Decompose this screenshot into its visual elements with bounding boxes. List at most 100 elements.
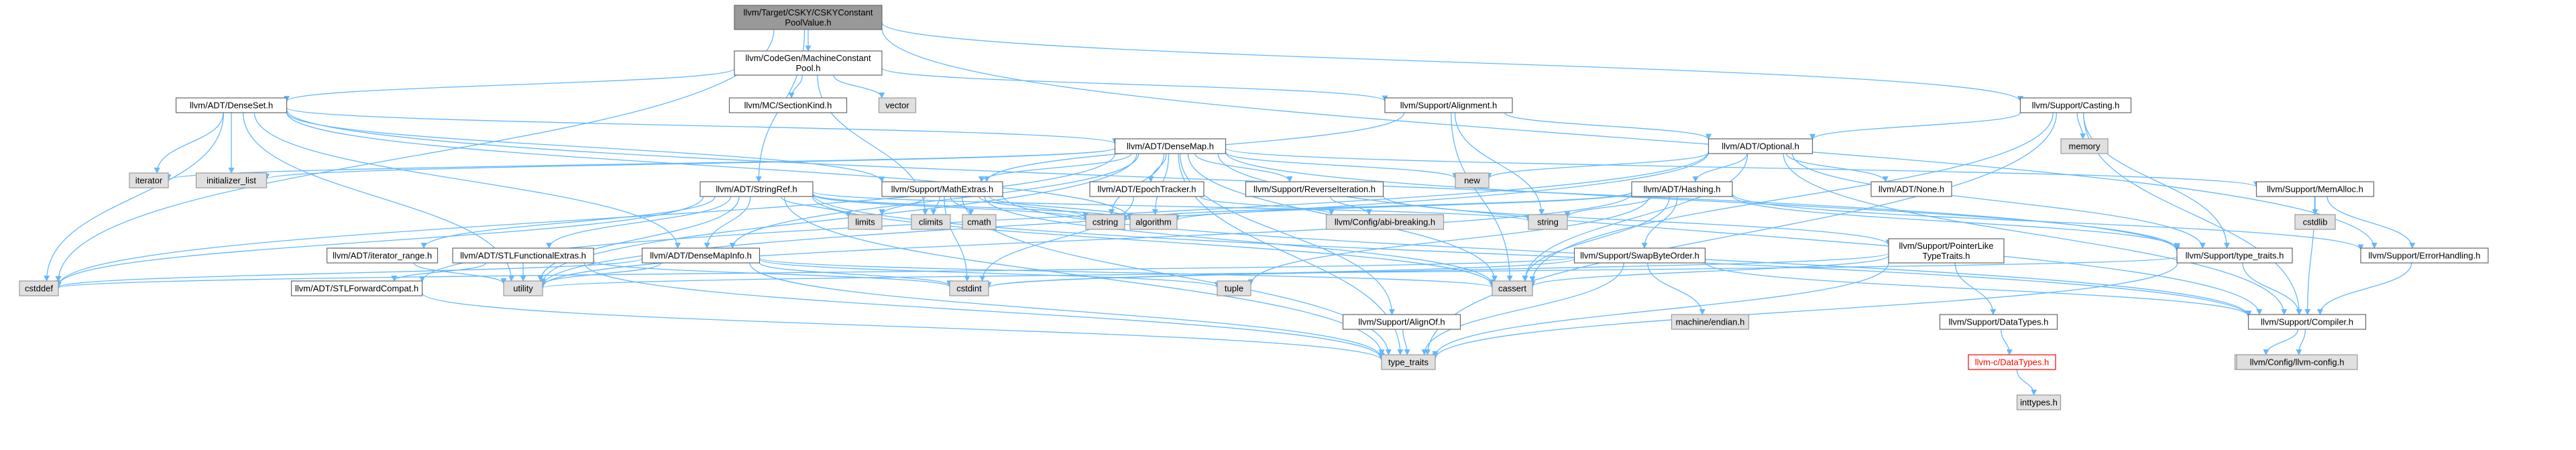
node-llvm-support-alignment-h[interactable]: llvm/Support/Alignment.h [1384, 97, 1513, 113]
node-box [2294, 214, 2336, 230]
edge-stringref-to-utility [537, 196, 740, 282]
node-label: cstddef [25, 284, 53, 294]
node-box [2019, 97, 2132, 113]
edge-swapbyte-to-compiler [1704, 262, 2251, 317]
node-llvm-c-datatypes-h[interactable]: llvm-c/DataTypes.h [1968, 354, 2056, 370]
node-box [728, 97, 848, 113]
node-label: PoolValue.h [785, 17, 831, 27]
node-llvm-support-datatypes-h[interactable]: llvm/Support/DataTypes.h [1939, 314, 2058, 330]
node-llvm-adt-hashing-h[interactable]: llvm/ADT/Hashing.h [1631, 181, 1733, 197]
edge-swapbyte-to-typetraitsstd [1421, 262, 1624, 355]
node-llvm-config-abi-breaking-h: llvm/Config/abi-breaking.h [1325, 214, 1445, 230]
node-box [2247, 314, 2367, 330]
node-label: climits [919, 217, 944, 227]
node-label: llvm/Support/MathExtras.h [891, 184, 993, 194]
node-label: llvm/ADT/None.h [1879, 184, 1944, 194]
node-box [175, 97, 288, 113]
node-box [1325, 214, 1445, 230]
node-llvm-adt-none-h[interactable]: llvm/ADT/None.h [1870, 181, 1952, 197]
node-llvm-adt-optional-h[interactable]: llvm/ADT/Optional.h [1707, 138, 1813, 154]
edge-compiler-to-llvmconfig [2296, 329, 2306, 355]
edge-ptrlike-to-typetraitsstd [1432, 262, 1889, 357]
node-box [641, 247, 761, 264]
node-box [2016, 394, 2062, 410]
edge-hashing-to-utility [539, 193, 1632, 288]
node-label: llvm/ADT/STLFunctionalExtras.h [460, 251, 586, 261]
node-algorithm: algorithm [1129, 214, 1178, 230]
edge-root-to-casting [881, 22, 2023, 103]
edge-densemap-to-new [1225, 152, 1459, 180]
node-llvm-support-alignof-h[interactable]: llvm/Support/AlignOf.h [1342, 314, 1461, 330]
node-box [1573, 247, 1706, 264]
node-llvm-adt-stlfunctionalextras-h[interactable]: llvm/ADT/STLFunctionalExtras.h [452, 247, 594, 264]
node-cstdlib: cstdlib [2294, 214, 2336, 230]
node-llvm-adt-stringref-h[interactable]: llvm/ADT/StringRef.h [699, 181, 814, 197]
edge-cgmcp-to-alignment [881, 67, 1388, 102]
edge-stringref-to-densemapinfo [704, 196, 751, 249]
node-label: llvm/ADT/Optional.h [1722, 142, 1799, 152]
edge-hashing-to-errhandling [1732, 193, 2364, 251]
node-box [1114, 138, 1227, 154]
node-box [326, 247, 439, 264]
edge-memalloc-to-compiler [2304, 196, 2315, 315]
node-llvm-support-errorhandling-h[interactable]: llvm/Support/ErrorHandling.h [2360, 247, 2489, 264]
node-label: llvm/Support/Compiler.h [2261, 317, 2353, 327]
node-label: utility [513, 284, 533, 294]
node-box [452, 247, 594, 264]
node-iterator: iterator [129, 172, 169, 188]
edge-stringref-to-cstddef [55, 196, 704, 286]
node-llvm-mc-sectionkind-h[interactable]: llvm/MC/SectionKind.h [728, 97, 848, 113]
node-limits: limits [848, 214, 883, 230]
node-llvm-support-memalloc-h[interactable]: llvm/Support/MemAlloc.h [2255, 181, 2375, 197]
node-label: cassert [1498, 284, 1526, 294]
node-label: llvm-c/DataTypes.h [1975, 357, 2050, 368]
node-llvm-support-compiler-h[interactable]: llvm/Support/Compiler.h [2247, 314, 2367, 330]
node-box [1217, 280, 1251, 296]
edge-densemapinfo-to-cassert [759, 257, 1496, 288]
node-label: new [1464, 176, 1480, 186]
node-llvm-adt-densemap-h[interactable]: llvm/ADT/DenseMap.h [1114, 138, 1227, 154]
node-llvm-adt-denseset-h[interactable]: llvm/ADT/DenseSet.h [175, 97, 288, 113]
edge-densemap-to-memalloc [1225, 148, 2259, 188]
edge-stringref-to-string [812, 190, 1532, 222]
node-llvm-support-mathextras-h[interactable]: llvm/Support/MathExtras.h [881, 181, 1003, 197]
edge-hashing-to-cassert [1522, 196, 1670, 282]
edge-layer [44, 22, 2416, 396]
node-label: cmath [967, 217, 991, 227]
edge-typetraits-to-compiler [2242, 262, 2302, 315]
edge-denseset-to-densemapinfo [254, 112, 681, 249]
edge-mathextras-to-cmath [950, 196, 974, 215]
node-llvm-support-swapbyteorder-h[interactable]: llvm/Support/SwapByteOrder.h [1573, 247, 1706, 264]
node-label: llvm/ADT/Hashing.h [1644, 184, 1721, 194]
edge-mathextras-to-cstdint [944, 196, 970, 282]
node-box [1085, 214, 1125, 230]
edge-ptrlike-to-datatypes [1954, 262, 1997, 315]
node-label: vector [885, 101, 909, 111]
edge-stringref-to-limits [780, 196, 852, 218]
edge-typetraits-to-utility [540, 256, 2178, 289]
node-label: initializer_list [207, 176, 256, 186]
node-cstring: cstring [1085, 214, 1125, 230]
node-llvm-adt-iterator-range-h[interactable]: llvm/ADT/iterator_range.h [326, 247, 439, 264]
edge-epoch-to-abibreaking [1200, 196, 1335, 215]
node-box [1384, 97, 1513, 113]
edge-hashing-to-typetraits [1732, 194, 2180, 249]
node-box [878, 97, 917, 113]
node-llvm-config-llvm-config-h: llvm/Config/llvm-config.h [2236, 354, 2358, 370]
node-llvm-adt-stlforwardcompat-h[interactable]: llvm/ADT/STLForwardCompat.h [290, 280, 423, 296]
node-climits: climits [911, 214, 951, 230]
edge-hashing-to-swapbyte [1641, 196, 1678, 249]
edge-casting-to-optional [1809, 112, 2021, 140]
edge-stlfunc-to-stlfwd [391, 262, 486, 282]
node-llvm-support-type-traits-h[interactable]: llvm/Support/type_traits.h [2176, 247, 2293, 264]
edge-densemapinfo-to-typetraitsstd [749, 262, 1385, 359]
node-label: llvm/ADT/EpochTracker.h [1098, 184, 1196, 194]
edge-datatypes-to-cdatatypes [2001, 329, 2013, 355]
node-llvm-support-casting-h[interactable]: llvm/Support/Casting.h [2019, 97, 2132, 113]
node-llvm-adt-epochtracker-h[interactable]: llvm/ADT/EpochTracker.h [1089, 181, 1205, 197]
node-llvm-adt-densemapinfo-h[interactable]: llvm/ADT/DenseMapInfo.h [641, 247, 761, 264]
node-llvm-support-reverseiteration-h[interactable]: llvm/Support/ReverseIteration.h [1245, 181, 1384, 197]
